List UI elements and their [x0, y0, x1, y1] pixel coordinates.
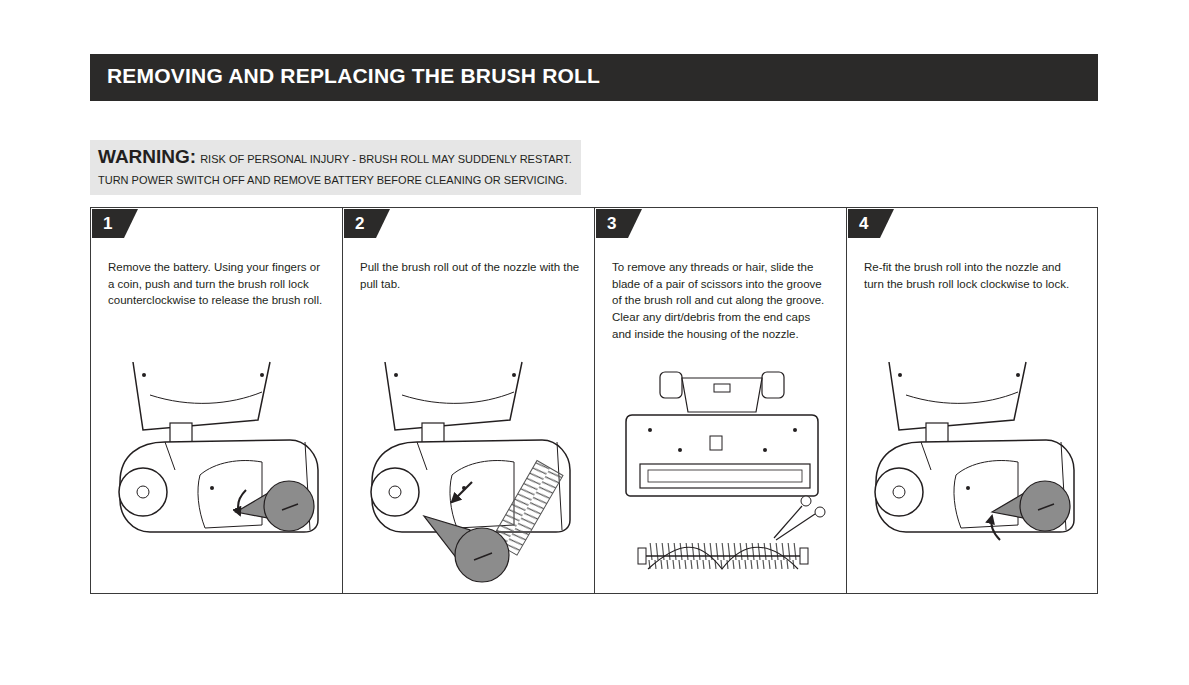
badge-shape — [848, 209, 894, 238]
brush-roll — [648, 547, 798, 569]
panel-2-drawing — [371, 362, 570, 582]
brush-roll — [800, 548, 808, 564]
panel-3-drawing — [626, 415, 818, 496]
panel-3-drawing — [793, 428, 797, 432]
warning-box: WARNING:RISK OF PERSONAL INJURY - BRUSH … — [90, 140, 581, 195]
badge-shape — [596, 209, 642, 238]
badge-shape — [344, 209, 390, 238]
scissors — [774, 496, 825, 540]
scissors — [801, 496, 811, 506]
title-bar: REMOVING AND REPLACING THE BRUSH ROLL — [90, 54, 1098, 101]
scissors — [776, 514, 815, 540]
badge-shape — [848, 209, 894, 238]
step-instruction: Re-fit the brush roll into the nozzle an… — [864, 259, 1083, 292]
badge-shape — [596, 209, 642, 238]
panel-3-drawing — [762, 372, 784, 398]
panel-4-drawing — [875, 362, 1074, 540]
step-panel: Remove the battery. Using your fingers o… — [90, 207, 343, 594]
brush-roll — [638, 548, 646, 564]
panel-1-drawing — [236, 481, 314, 531]
badge-shape — [344, 209, 390, 238]
badge-shape — [92, 209, 138, 238]
step-number: 4 — [848, 209, 894, 234]
title-text: REMOVING AND REPLACING THE BRUSH ROLL — [107, 64, 600, 88]
panel-4-drawing — [875, 362, 1074, 532]
step-panel: Pull the brush roll out of the nozzle wi… — [342, 207, 595, 594]
panel-3-drawing — [678, 448, 682, 452]
step-badge: 1 — [92, 209, 138, 240]
step-instruction: Pull the brush roll out of the nozzle wi… — [360, 259, 580, 292]
scissors — [815, 507, 825, 517]
panel-3-drawing — [640, 464, 810, 488]
panel-2-drawing — [474, 553, 492, 560]
step-number: 3 — [596, 209, 642, 234]
panel-3-drawing — [763, 448, 767, 452]
step-instruction: Remove the battery. Using your fingers o… — [108, 259, 328, 309]
panel-3-drawing — [626, 372, 825, 569]
step-badge: 4 — [848, 209, 894, 240]
panel-3-drawing — [682, 378, 762, 412]
panel-4-drawing — [992, 481, 1070, 531]
scissors — [774, 506, 802, 538]
panel-3-drawing — [710, 436, 722, 450]
panel-2-drawing — [452, 482, 472, 502]
panel-4-drawing — [991, 516, 1000, 540]
panel-3-drawing — [648, 428, 652, 432]
panel-3-drawing — [648, 470, 802, 482]
panel-2-drawing — [455, 528, 509, 582]
step-panel: To remove any threads or hair, slide the… — [594, 207, 847, 594]
panel-1-drawing — [119, 362, 318, 532]
step-badge: 2 — [344, 209, 390, 240]
panel-1-drawing — [238, 490, 246, 515]
panel-1-drawing — [119, 362, 318, 532]
step-instruction: To remove any threads or hair, slide the… — [612, 259, 832, 342]
step-number: 2 — [344, 209, 390, 234]
badge-shape — [92, 209, 138, 238]
step-panel: Re-fit the brush roll into the nozzle an… — [846, 207, 1098, 594]
step-number: 1 — [92, 209, 138, 234]
step-badge: 3 — [596, 209, 642, 240]
panel-3-drawing — [714, 384, 730, 392]
warning-heading: WARNING: — [98, 146, 196, 167]
brush-roll — [638, 543, 808, 569]
panel-3-drawing — [660, 372, 682, 398]
